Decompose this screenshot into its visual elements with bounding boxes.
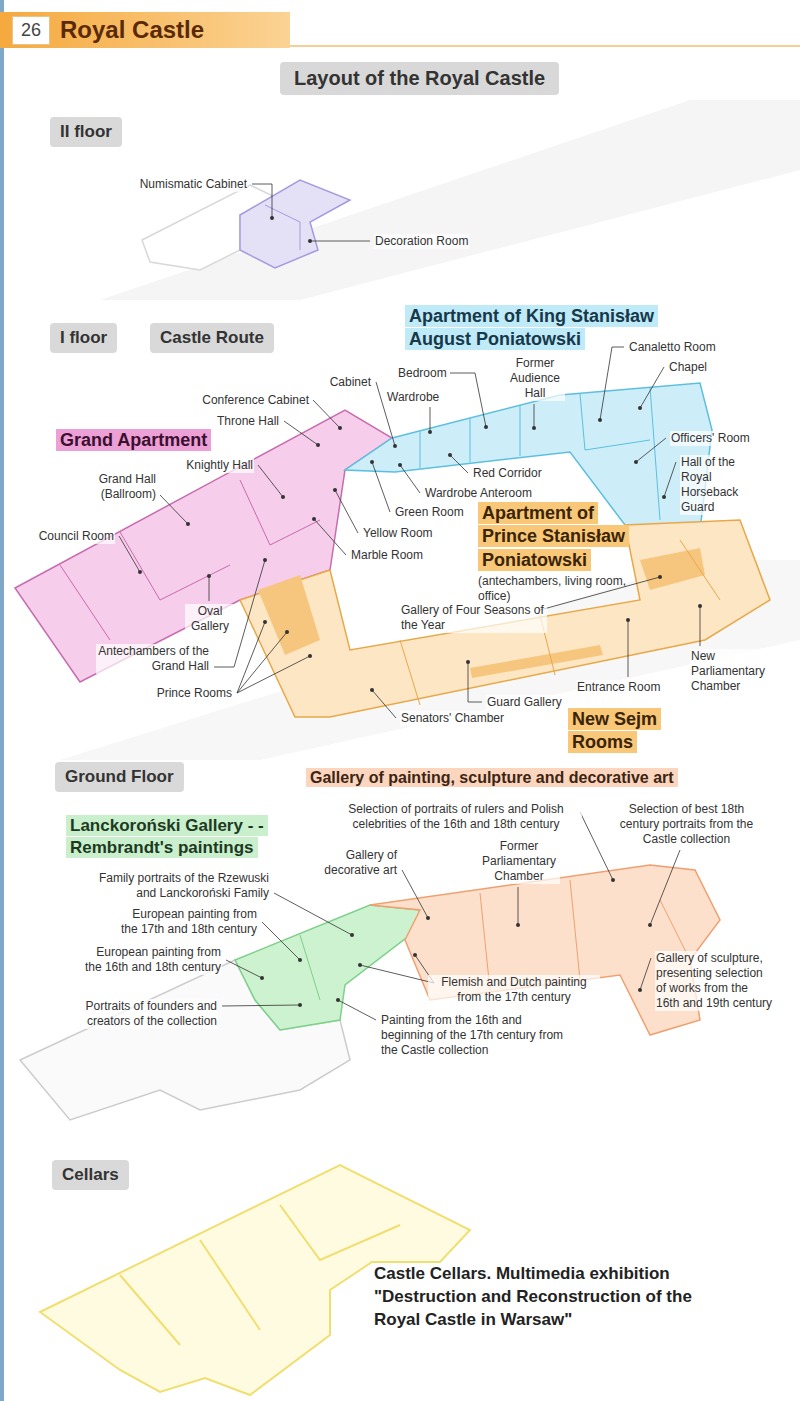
plan-wall xyxy=(240,480,320,545)
room-label: Gallery of sculpture, presenting selecti… xyxy=(655,951,775,1011)
room-label: Decoration Room xyxy=(374,234,469,249)
plan-room xyxy=(470,645,603,678)
plan-wall xyxy=(120,532,230,600)
plan-wall xyxy=(650,387,660,520)
room-label: Guard Gallery xyxy=(486,695,563,710)
plan-wall xyxy=(470,418,471,462)
page-title: Layout of the Royal Castle xyxy=(280,62,559,95)
room-label: Painting from the 16th and beginning of … xyxy=(380,1013,577,1058)
room-label: Gallery of Four Seasons of the Year xyxy=(400,603,547,633)
room-label: Council Room xyxy=(38,529,115,544)
room-label: Entrance Room xyxy=(576,680,661,695)
room-label: Wardrobe xyxy=(386,390,440,405)
floor-tab: I floor xyxy=(50,323,117,353)
room-label: Hall of the Royal Horseback Guard xyxy=(680,455,754,515)
heading-text: II floor xyxy=(50,117,122,147)
exhibition-note: Castle Cellars. Multimedia exhibition "D… xyxy=(373,1263,695,1332)
room-label: Officers' Room xyxy=(670,431,751,446)
heading-text: Lanckoroński Gallery - - Rembrandt's pai… xyxy=(66,815,268,858)
header-rule xyxy=(290,45,800,47)
room-label: Numismatic Cabinet xyxy=(139,177,248,192)
plan-wall xyxy=(400,640,420,705)
plan-wall xyxy=(420,431,421,468)
room-label: Former Audience Hall xyxy=(505,356,565,401)
heading-text: Grand Apartment xyxy=(56,429,211,451)
plan-wall xyxy=(60,565,110,640)
page-edge xyxy=(0,0,4,1401)
plan-wall xyxy=(570,880,580,980)
heading-text: I floor xyxy=(50,323,117,353)
room-label: Grand Hall (Ballroom) xyxy=(80,472,157,502)
room-label: Prince Rooms xyxy=(156,686,233,701)
page-number: 26 xyxy=(12,16,50,45)
heading-text: Apartment of Prince Stanisław Poniatowsk… xyxy=(478,502,629,571)
area-heading: Apartment of Prince Stanisław Poniatowsk… xyxy=(478,502,638,604)
plan-room xyxy=(258,575,320,655)
area-heading: Gallery of painting, sculpture and decor… xyxy=(306,768,678,789)
plan-wall xyxy=(680,540,720,600)
page-header: 26 Royal Castle xyxy=(0,12,290,48)
room-label: Bedroom xyxy=(397,366,448,381)
plan-wall xyxy=(520,405,521,456)
plan-wall xyxy=(580,394,650,450)
heading-text: New Sejm Rooms xyxy=(568,708,661,753)
heading-text: Ground Floor xyxy=(55,762,184,792)
room-label: Marble Room xyxy=(350,548,424,563)
room-label: New Parliamentary Chamber xyxy=(690,649,777,694)
room-label: Flemish and Dutch painting from the 17th… xyxy=(428,975,600,1005)
room-label: Canaletto Room xyxy=(628,340,717,355)
room-label: Oval Gallery xyxy=(185,604,235,634)
plan-wall xyxy=(120,1275,180,1345)
room-label: Antechambers of the Grand Hall xyxy=(96,644,210,674)
room-label: Cabinet xyxy=(329,375,372,390)
room-label: Family portraits of the Rzewuski and Lan… xyxy=(83,871,270,901)
area-heading: Lanckoroński Gallery - - Rembrandt's pai… xyxy=(66,815,291,859)
heading-text: Cellars xyxy=(52,1160,129,1190)
section-title: Royal Castle xyxy=(60,16,204,44)
room-label: Knightly Hall xyxy=(185,458,254,473)
plan-wall xyxy=(265,205,300,250)
room-label: Throne Hall xyxy=(216,414,280,429)
room-label: Portraits of founders and creators of th… xyxy=(66,999,218,1029)
plan-room xyxy=(640,548,705,590)
room-label: Green Room xyxy=(394,505,465,520)
room-label: Gallery of decorative art xyxy=(316,848,398,878)
room-label: Former Parliamentary Chamber xyxy=(478,839,560,884)
room-label: Selection of portraits of rulers and Pol… xyxy=(330,802,582,832)
heading-text: Castle Route xyxy=(150,323,274,353)
room-label: Chapel xyxy=(668,360,708,375)
plan-wall xyxy=(280,1205,400,1260)
plan-wall xyxy=(200,1240,260,1330)
room-label: Senators' Chamber xyxy=(400,711,505,726)
room-label: Wardrobe Anteroom xyxy=(424,486,533,501)
area-heading: Grand Apartment xyxy=(56,429,211,452)
plan-wing xyxy=(235,905,420,1030)
room-label: European painting from the 17th and 18th… xyxy=(114,907,258,937)
heading-text: Gallery of painting, sculpture and decor… xyxy=(306,768,678,787)
floor-tab: Ground Floor xyxy=(55,762,184,792)
room-label: Red Corridor xyxy=(472,466,543,481)
floor-tab: Cellars xyxy=(52,1160,129,1190)
heading-text: Apartment of King Stanisław August Ponia… xyxy=(405,305,658,350)
plan-wall xyxy=(300,935,320,1000)
shade xyxy=(100,100,800,300)
plan-wing xyxy=(240,180,350,268)
room-label: Yellow Room xyxy=(362,526,434,541)
body-text: (antechambers, living room, office) xyxy=(478,574,638,604)
route-tab: Castle Route xyxy=(150,323,274,353)
floor-tab: II floor xyxy=(50,117,122,147)
room-label: Conference Cabinet xyxy=(201,393,310,408)
area-heading: New Sejm Rooms xyxy=(568,708,663,755)
room-label: European painting from the 16th and 18th… xyxy=(78,945,222,975)
room-label: Selection of best 18th century portraits… xyxy=(618,802,755,847)
